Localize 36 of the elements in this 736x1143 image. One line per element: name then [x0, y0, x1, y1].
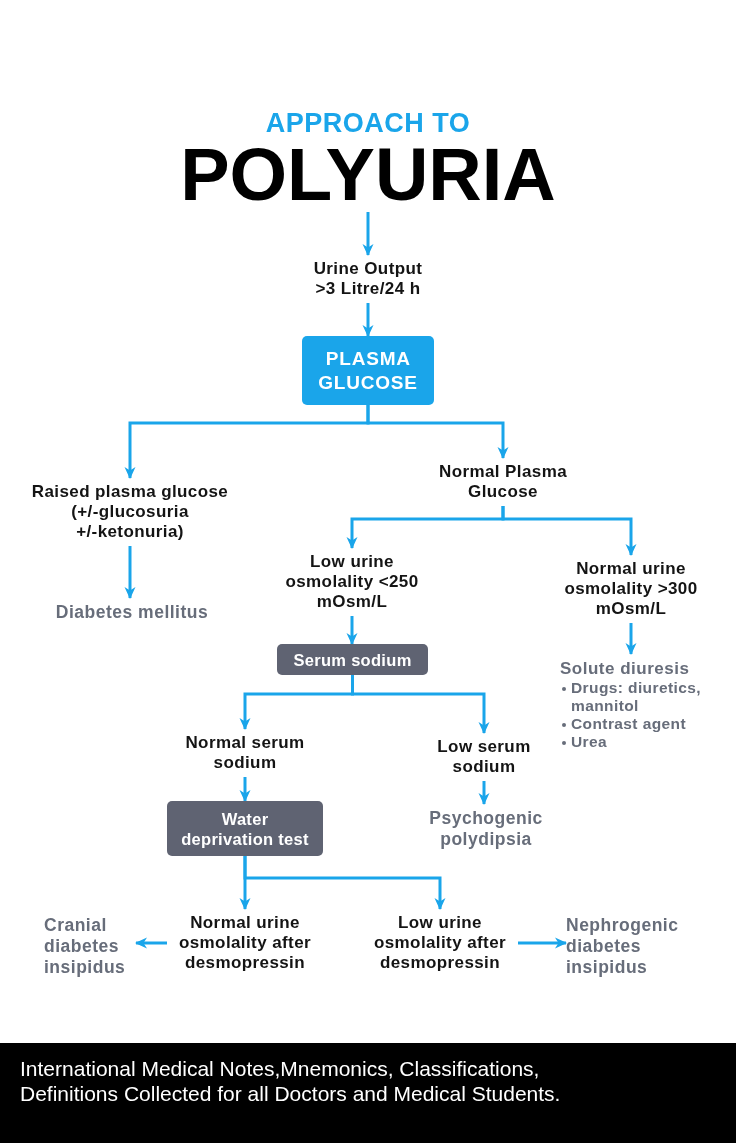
tagline-text: International Medical Notes,Mnemonics, Classifications, Definitions Collected for all Doctors and Medical Students. — [20, 1056, 562, 1106]
list-item-text: Urea — [571, 733, 608, 751]
step-text: Urine Output >3 Litre/24 h — [306, 255, 430, 303]
result-text: Diabetes mellitus — [27, 598, 237, 627]
process-box: Water deprivation test — [167, 801, 323, 856]
arrow — [478, 781, 490, 805]
subtitle-text: APPROACH TO — [265, 108, 471, 138]
result-text: Cranial diabetes insipidus — [44, 911, 136, 982]
step-text: Normal urine osmolality >300 mOsm/L — [549, 555, 713, 623]
arrow — [362, 303, 374, 337]
arrow — [501, 506, 637, 556]
result-text: Psychogenic polydipsia — [411, 804, 561, 854]
list-item-text: Drugs: diuretics, mannitol — [571, 679, 702, 715]
list-item-text: Contrast agent — [571, 715, 686, 733]
step-text: Raised plasma glucose (+/-glucosuria +/-ketonuria) — [20, 478, 240, 546]
step-text: Low urine osmolality <250 mOsm/L — [267, 548, 437, 616]
arrow — [243, 856, 446, 910]
arrow — [362, 212, 374, 256]
arrow — [124, 546, 136, 599]
step-text: Normal Plasma Glucose — [423, 458, 583, 506]
arrow — [239, 777, 251, 802]
arrow — [518, 937, 567, 949]
arrow — [366, 405, 509, 459]
step-text: Normal serum sodium — [165, 729, 325, 777]
process-box: PLASMA GLUCOSE — [302, 336, 434, 405]
arrow — [346, 616, 358, 645]
result-text: Nephrogenic diabetes insipidus — [566, 911, 694, 982]
arrow — [625, 623, 637, 655]
step-text: Low urine osmolality after desmopressin — [362, 909, 518, 977]
result-text: Solute diuresis — [560, 658, 691, 679]
step-text: Normal urine osmolality after desmopressin — [167, 909, 323, 977]
process-box: Serum sodium — [277, 644, 428, 675]
arrow — [351, 675, 490, 734]
step-text: Low serum sodium — [426, 733, 542, 781]
arrow — [135, 937, 167, 949]
title-text: POLYURIA — [180, 138, 556, 212]
